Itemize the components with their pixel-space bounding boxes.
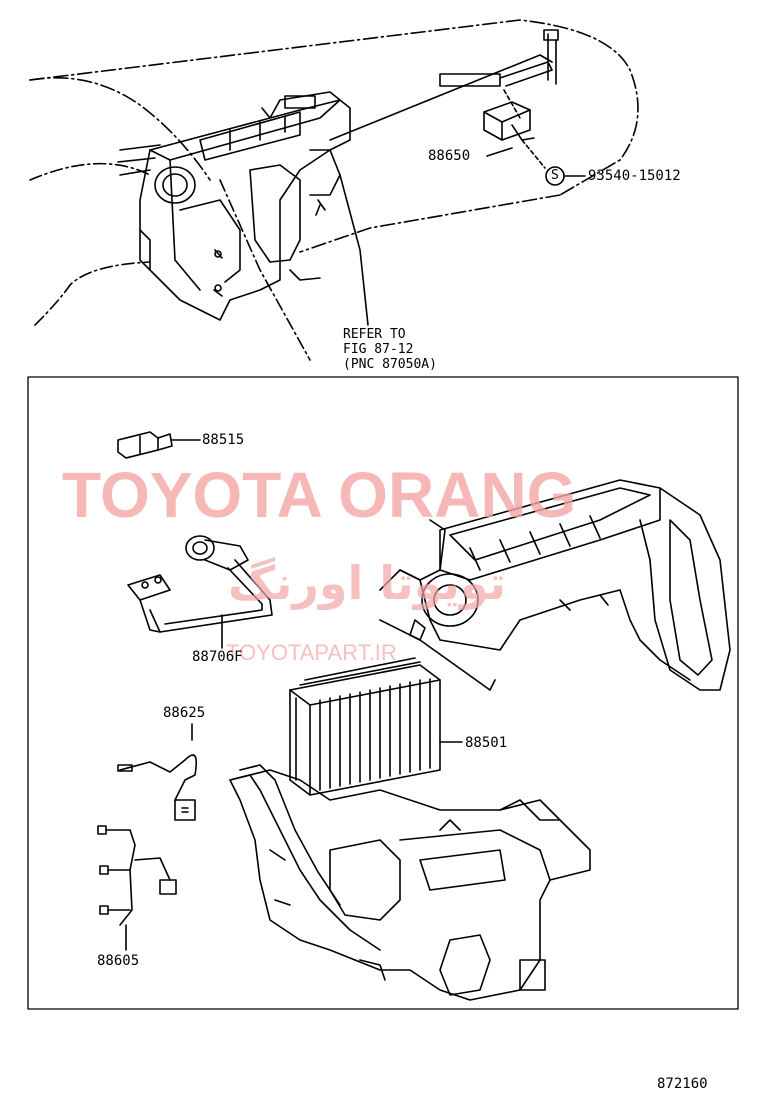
illustration-id: 872160 <box>657 1076 708 1092</box>
leader-refer <box>339 174 369 326</box>
part-88706F-piping <box>127 535 273 649</box>
watermark-site: TOYOTAPART.IR <box>226 640 397 665</box>
watermark-brand: TOYOTA ORANG <box>62 459 577 531</box>
assembly-frame <box>27 376 739 1010</box>
refer-note-line2: FIG 87-12 <box>343 342 414 357</box>
callout-screw-symbol: S <box>551 168 559 183</box>
screw-symbol-circle <box>545 166 565 186</box>
amplifier-88650 <box>483 89 546 169</box>
watermark-persian: تويوتا اورنگ <box>228 556 506 610</box>
unit-case-lower <box>229 764 591 1001</box>
part-88605-harness <box>97 825 177 951</box>
part-88501-evaporator <box>289 657 463 796</box>
heater-unit-top <box>117 91 351 321</box>
callout-88501: 88501 <box>465 735 508 751</box>
callout-88706F: 88706F <box>192 649 243 665</box>
support-bar <box>439 29 559 87</box>
callout-93540-15012: 93540-15012 <box>588 168 681 184</box>
refer-note-line1: REFER TO <box>343 327 406 342</box>
part-88625-thermistor <box>117 723 198 821</box>
refer-note-line3: (PNC 87050A) <box>343 357 437 372</box>
callout-88515: 88515 <box>202 432 245 448</box>
callout-88605: 88605 <box>97 953 140 969</box>
part-88515-sensor <box>117 431 201 459</box>
leader-88650 <box>486 147 513 157</box>
callout-88625: 88625 <box>163 705 206 721</box>
unit-case-upper <box>379 479 731 691</box>
callout-88650: 88650 <box>428 148 471 164</box>
